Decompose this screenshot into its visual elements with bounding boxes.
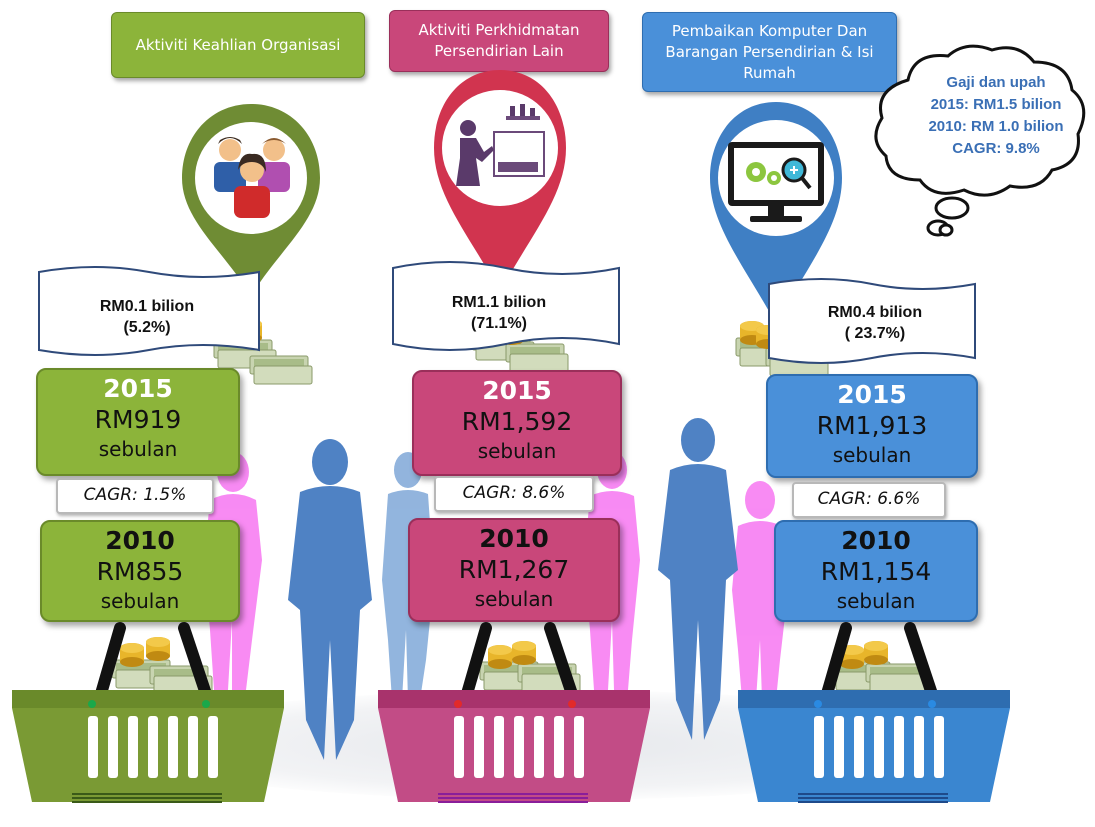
cloud-line: Gaji dan upah (946, 74, 1046, 91)
box-2015-organisasi: 2015 RM919 sebulan (36, 368, 240, 476)
value-banner-perkhidmatan-text: RM1.1 bilion (71.1%) (414, 292, 584, 334)
banner-amount: RM0.1 bilion (99, 298, 195, 315)
cloud-line: 2015: RM1.5 bilion (930, 96, 1062, 113)
box-2010-perkhidmatan: 2010 RM1,267 sebulan (408, 518, 620, 622)
category-label-text: Pembaikan Komputer Dan Barangan Persendi… (665, 21, 874, 82)
year-label: 2010 (105, 526, 175, 555)
unit-label: sebulan (474, 587, 554, 611)
pin-organisasi (182, 104, 320, 296)
category-label-organisasi: Aktiviti Keahlian Organisasi (111, 12, 365, 78)
value-banner-organisasi (38, 266, 260, 356)
banner-share: (71.1%) (470, 315, 528, 332)
unit-label: sebulan (100, 589, 180, 613)
category-label-perkhidmatan: Aktiviti Perkhidmatan Persendirian Lain (389, 10, 609, 72)
category-label-pembaikan: Pembaikan Komputer Dan Barangan Persendi… (642, 12, 897, 92)
pin-pembaikan (710, 102, 842, 324)
banner-amount: RM1.1 bilion (451, 294, 547, 311)
computer-settings-icon (728, 142, 824, 222)
cagr-organisasi: CAGR: 1.5% (56, 478, 214, 514)
banner-share: (5.2%) (123, 319, 171, 336)
category-label-text: Aktiviti Perkhidmatan Persendirian Lain (418, 21, 580, 60)
banner-share: ( 23.7%) (844, 325, 906, 342)
category-label-text: Aktiviti Keahlian Organisasi (135, 35, 341, 54)
year-label: 2015 (837, 380, 907, 409)
thought-cloud-text: Gaji dan upah 2015: RM1.5 bilion 2010: R… (900, 72, 1092, 160)
cloud-line: CAGR: 9.8% (952, 140, 1040, 157)
monthly-amount: RM1,154 (820, 557, 932, 586)
blue-silhouette-left (288, 439, 372, 760)
cagr-pembaikan: CAGR: 6.6% (792, 482, 946, 518)
monthly-amount: RM1,267 (458, 555, 570, 584)
basket-organisasi (12, 622, 284, 803)
thought-cloud (874, 44, 1086, 237)
box-2015-perkhidmatan: 2015 RM1,592 sebulan (412, 370, 622, 476)
cagr-perkhidmatan: CAGR: 8.6% (434, 476, 594, 512)
unit-label: sebulan (477, 439, 557, 463)
people-group-icon (214, 137, 290, 218)
monthly-amount: RM1,592 (461, 407, 573, 436)
pin-perkhidmatan (434, 70, 566, 292)
unit-label: sebulan (836, 589, 916, 613)
value-banner-organisasi-text: RM0.1 bilion (5.2%) (62, 296, 232, 338)
cloud-line: 2010: RM 1.0 bilion (928, 118, 1064, 135)
monthly-amount: RM855 (96, 557, 184, 586)
blue-silhouette-right (658, 418, 738, 740)
value-banner-perkhidmatan (392, 261, 620, 351)
unit-label: sebulan (98, 437, 178, 461)
year-label: 2015 (482, 376, 552, 405)
box-2010-organisasi: 2010 RM855 sebulan (40, 520, 240, 622)
monthly-amount: RM1,913 (816, 411, 928, 440)
unit-label: sebulan (832, 443, 912, 467)
monthly-amount: RM919 (94, 405, 182, 434)
year-label: 2015 (103, 374, 173, 403)
year-label: 2010 (479, 524, 549, 553)
box-2010-pembaikan: 2010 RM1,154 sebulan (774, 520, 978, 622)
basket-pembaikan (738, 622, 1010, 803)
banner-amount: RM0.4 bilion (827, 304, 923, 321)
value-banner-pembaikan (768, 278, 976, 364)
box-2015-pembaikan: 2015 RM1,913 sebulan (766, 374, 978, 478)
value-banner-pembaikan-text: RM0.4 bilion ( 23.7%) (790, 302, 960, 344)
salesperson-shop-icon (456, 104, 545, 186)
year-label: 2010 (841, 526, 911, 555)
basket-perkhidmatan (378, 622, 650, 803)
